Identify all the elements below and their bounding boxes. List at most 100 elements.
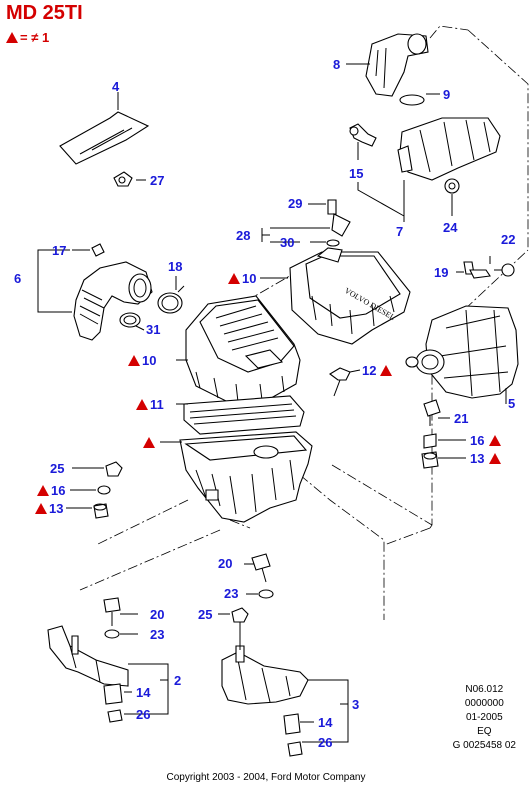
nut-part-25-left: [105, 461, 123, 477]
diagram-title: MD 25TI: [6, 2, 83, 24]
info-line-1: N06.012: [465, 684, 504, 695]
filter-element-part-11: [183, 395, 305, 435]
nut-part-26-right: [287, 741, 303, 757]
callout-26-left: 26: [136, 707, 150, 722]
bolt-part-20-left: [103, 597, 121, 626]
callout-20-left: 20: [150, 607, 164, 622]
bolt-part-21: [423, 399, 441, 426]
heat-shield-part-4: [59, 111, 150, 165]
callout-10-right: 10: [242, 271, 256, 286]
marker-icon: [37, 485, 49, 496]
callout-23-right: 23: [224, 586, 238, 601]
callout-labels: 4 8 9 27 15 7 24 29 28 30 17 6 18 31 10 …: [14, 57, 515, 750]
callout-23-left: 23: [150, 627, 164, 642]
callout-31: 31: [146, 322, 160, 337]
marker-icon: [489, 435, 501, 446]
marker-icon: [143, 437, 155, 448]
callout-26-right: 26: [318, 735, 332, 750]
callout-14-right: 14: [318, 715, 333, 730]
callout-12: 12: [362, 363, 376, 378]
callout-22: 22: [501, 232, 515, 247]
mount-part-14-left: [103, 683, 123, 705]
filter-box-cover-part-10: [185, 295, 301, 405]
bracket-part-2: [47, 625, 129, 687]
red-markers: [35, 273, 501, 514]
marker-icon: [128, 355, 140, 366]
callout-7: 7: [396, 224, 403, 239]
callout-24: 24: [443, 220, 458, 235]
washer-part-23-right: [258, 589, 274, 599]
fitting-part-17: [91, 243, 105, 257]
hose-clamp-part-18: [157, 285, 185, 314]
marker-icon: [228, 273, 240, 284]
hose-clamp-part-31: [119, 312, 141, 328]
callout-25-left: 25: [50, 461, 64, 476]
legend-text: = ≠ 1: [20, 30, 50, 45]
callout-18: 18: [168, 259, 182, 274]
hose-clamp-part-9: [399, 94, 425, 106]
triangle-icon: [6, 32, 18, 43]
spacer-part-16-left: [97, 485, 111, 495]
callout-3: 3: [352, 697, 359, 712]
callout-25-bottom: 25: [198, 607, 212, 622]
callout-14-left: 14: [136, 685, 151, 700]
callout-13-right: 13: [470, 451, 484, 466]
callout-15: 15: [349, 166, 363, 181]
drawing-info: N06.012 0000000 01-2005 EQ G 0025458 02: [453, 683, 516, 753]
callout-5: 5: [508, 396, 515, 411]
nut-part-26-left: [107, 709, 123, 723]
callout-4: 4: [112, 79, 120, 94]
callout-2: 2: [174, 673, 181, 688]
clip-part-27: [113, 171, 133, 187]
callout-16-left: 16: [51, 483, 65, 498]
legend: = ≠ 1: [6, 30, 49, 45]
callout-9: 9: [443, 87, 450, 102]
callout-30: 30: [280, 235, 294, 250]
callout-16-right: 16: [470, 433, 484, 448]
callout-10-left: 10: [142, 353, 156, 368]
air-guide-part-5: [405, 305, 519, 399]
washer-part-23-left: [104, 629, 120, 639]
callout-21: 21: [454, 411, 468, 426]
info-line-5: G 0025458 02: [452, 740, 516, 751]
callout-19: 19: [434, 265, 448, 280]
sensor-part-12: [329, 367, 351, 397]
callout-20-right: 20: [218, 556, 232, 571]
marker-icon: [489, 453, 501, 464]
bolt-part-20-right: [251, 553, 271, 583]
callout-29: 29: [288, 196, 302, 211]
copyright: Copyright 2003 - 2004, Ford Motor Compan…: [166, 772, 366, 783]
bush-part-13-left: [93, 503, 109, 519]
bush-part-13-right: [421, 451, 439, 469]
grommet-part-24: [444, 178, 460, 194]
marker-icon: [380, 365, 392, 376]
filter-housing-lower: [179, 431, 313, 523]
callout-11: 11: [150, 397, 164, 412]
sensor-part-15: [349, 123, 377, 147]
callout-28: 28: [236, 228, 250, 243]
bolt-part-22: [494, 263, 515, 277]
callout-6: 6: [14, 271, 21, 286]
filter-box-upper-right-part-10: VOLVO DIESEL: [289, 247, 411, 345]
intake-hose-part-8: [365, 33, 429, 97]
assembly-lines: [79, 25, 529, 620]
marker-icon: [136, 399, 148, 410]
bracket-part-3: [221, 645, 309, 705]
callout-8: 8: [333, 57, 340, 72]
bracket-part-19: [463, 261, 491, 279]
callout-13-left: 13: [49, 501, 63, 516]
callout-27: 27: [150, 173, 164, 188]
leader-lines: [37, 63, 507, 743]
mount-part-14-right: [283, 713, 301, 735]
info-line-3: 01-2005: [465, 712, 503, 723]
info-line-2: 0000000: [464, 698, 504, 709]
bracket-part-29-30: [326, 199, 351, 247]
spacer-part-16-right: [423, 433, 437, 449]
marker-icon: [35, 503, 47, 514]
callout-17: 17: [52, 243, 66, 258]
info-line-4: EQ: [477, 726, 492, 737]
intake-tube-part-6: [73, 261, 153, 341]
nut-part-25-bottom: [231, 607, 249, 650]
air-duct-part-7: [397, 117, 501, 181]
